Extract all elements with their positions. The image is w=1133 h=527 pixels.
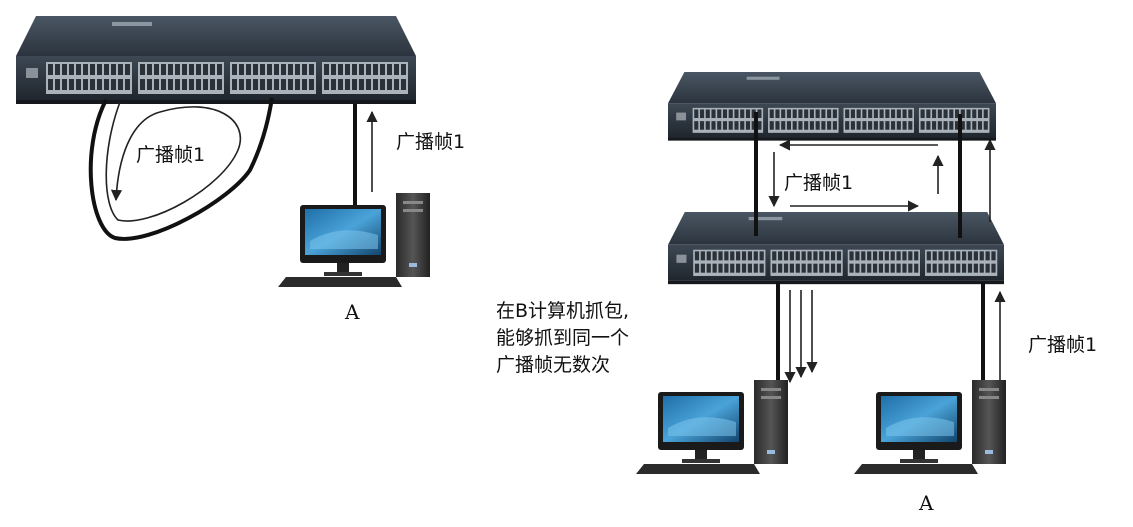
left-host-label: A	[345, 300, 360, 324]
left-uplink-label: 广播帧1	[396, 131, 466, 153]
right-host-a-label: A	[919, 491, 934, 515]
loop-label: 广播帧1	[136, 144, 206, 166]
capture-note-line: 能够抓到同一个	[496, 327, 630, 349]
right-bottom-switch	[668, 212, 1004, 285]
port-panel	[676, 107, 990, 133]
capture-note-line: 广播帧无数次	[496, 354, 611, 376]
loop-arrow	[105, 101, 242, 222]
capture-note-line: 在B计算机抓包,	[496, 300, 630, 322]
left-switch	[16, 16, 416, 104]
computer-b	[636, 380, 788, 474]
computer-a	[854, 380, 1006, 474]
between-switches-label: 广播帧1	[784, 172, 854, 194]
right-scene	[636, 72, 1006, 474]
loop-cable	[88, 97, 274, 241]
left-computer	[278, 193, 430, 287]
right-uplink-label: 广播帧1	[1028, 334, 1098, 356]
right-top-switch	[668, 72, 996, 141]
left-scene	[16, 16, 430, 287]
capture-note: 在B计算机抓包, 能够抓到同一个 广播帧无数次	[496, 298, 629, 379]
port-panel	[26, 62, 408, 94]
port-panel	[676, 249, 998, 276]
